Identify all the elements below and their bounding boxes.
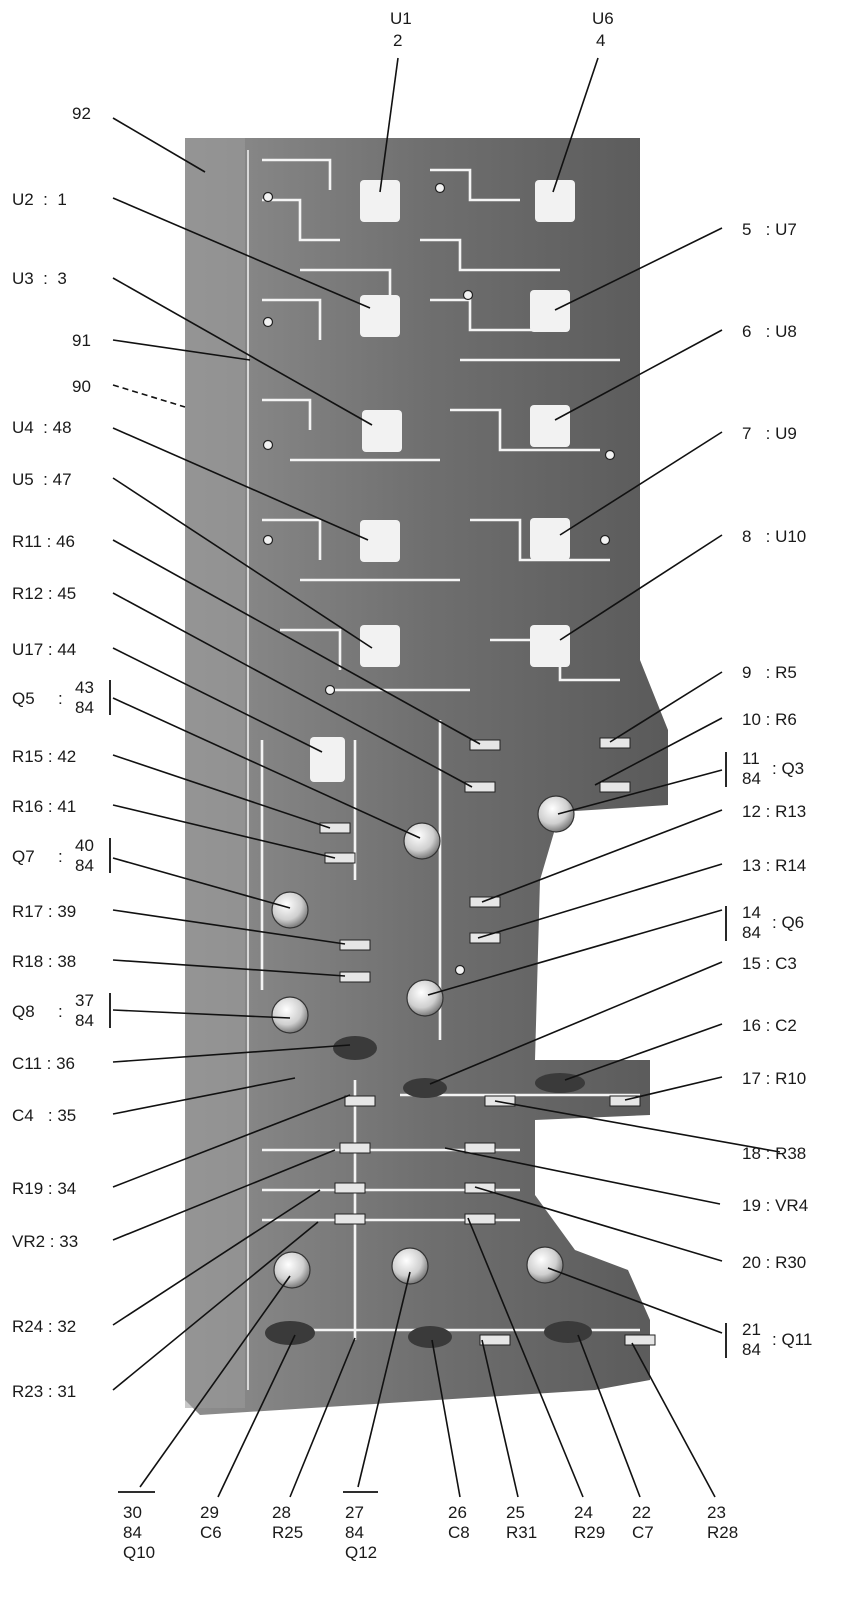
label-q3-bottom: 84 xyxy=(742,769,761,788)
label-u1: U1 xyxy=(390,9,412,28)
label-bottom-c8: C8 xyxy=(448,1523,470,1542)
label-q5-top: 43 xyxy=(75,678,94,697)
label-92: 92 xyxy=(72,104,91,123)
label-r19: R19 : 34 xyxy=(12,1179,76,1198)
label-u10: 8 : U10 xyxy=(742,527,806,546)
label-r24: R24 : 32 xyxy=(12,1317,76,1336)
label-r13: 12 : R13 xyxy=(742,802,806,821)
label-q11-top: 21 xyxy=(742,1320,761,1339)
label-bottom-r31: R31 xyxy=(506,1523,537,1542)
solder-pads xyxy=(262,182,616,976)
label-bottom-r28: R28 xyxy=(707,1523,738,1542)
label-90: 90 xyxy=(72,377,91,396)
bracket-bars xyxy=(109,680,727,1493)
label-u6-num: 4 xyxy=(596,31,605,50)
label-bottom-q10: Q10 xyxy=(123,1543,155,1562)
label-r14: 13 : R14 xyxy=(742,856,806,875)
label-bottom-24: 24 xyxy=(574,1503,593,1522)
label-r6: 10 : R6 xyxy=(742,710,797,729)
label-u8: 6 : U8 xyxy=(742,322,797,341)
label-q5: Q5 xyxy=(12,689,35,708)
label-q6: : Q6 xyxy=(772,913,804,932)
label-q5-bottom: 84 xyxy=(75,698,94,717)
label-bottom-27: 27 xyxy=(345,1503,364,1522)
label-r30: 20 : R30 xyxy=(742,1253,806,1272)
label-q7-top: 40 xyxy=(75,836,94,855)
resistors xyxy=(319,737,656,1346)
label-vr4: 19 : VR4 xyxy=(742,1196,808,1215)
label-r16: R16 : 41 xyxy=(12,797,76,816)
label-r38: 18 : R38 xyxy=(742,1144,806,1163)
label-r18: R18 : 38 xyxy=(12,952,76,971)
ic-chips xyxy=(310,180,575,782)
transistors xyxy=(271,795,575,1289)
label-q11: : Q11 xyxy=(772,1330,812,1349)
label-c2: 16 : C2 xyxy=(742,1016,797,1035)
label-bottom-r29: R29 xyxy=(574,1523,605,1542)
label-u2: U2 : 1 xyxy=(12,190,67,209)
label-q11-bottom: 84 xyxy=(742,1340,761,1359)
label-q6-top: 14 xyxy=(742,903,761,922)
label-u3: U3 : 3 xyxy=(12,269,67,288)
label-bottom-c6: C6 xyxy=(200,1523,222,1542)
label-q6-bottom: 84 xyxy=(742,923,761,942)
label-q7: Q7 xyxy=(12,847,35,866)
label-r10: 17 : R10 xyxy=(742,1069,806,1088)
label-vr2: VR2 : 33 xyxy=(12,1232,78,1251)
label-u9: 7 : U9 xyxy=(742,424,797,443)
label-q5-colon: : xyxy=(58,689,63,708)
leader-lines xyxy=(112,57,781,1498)
label-q8-top: 37 xyxy=(75,991,94,1010)
label-q7-bottom: 84 xyxy=(75,856,94,875)
label-bottom-25: 25 xyxy=(506,1503,525,1522)
label-u6: U6 xyxy=(592,9,614,28)
label-u1-num: 2 xyxy=(393,31,402,50)
label-q3-top: 11 xyxy=(742,749,760,768)
label-r23: R23 : 31 xyxy=(12,1382,76,1401)
label-u4: U4 : 48 xyxy=(12,418,72,437)
label-bottom-30: 30 xyxy=(123,1503,142,1522)
label-r17: R17 : 39 xyxy=(12,902,76,921)
label-c4: C4 : 35 xyxy=(12,1106,76,1125)
label-bottom-q12: Q12 xyxy=(345,1543,377,1562)
label-bottom-29: 29 xyxy=(200,1503,219,1522)
label-q8-bottom: 84 xyxy=(75,1011,94,1030)
label-c3: 15 : C3 xyxy=(742,954,797,973)
label-q8: Q8 xyxy=(12,1002,35,1021)
label-bottom-26: 26 xyxy=(448,1503,467,1522)
label-r5: 9 : R5 xyxy=(742,663,797,682)
label-q3: : Q3 xyxy=(772,759,804,778)
label-bottom-23: 23 xyxy=(707,1503,726,1522)
label-q8-colon: : xyxy=(58,1002,63,1021)
label-u7: 5 : U7 xyxy=(742,220,797,239)
label-bottom-27-84: 84 xyxy=(345,1523,364,1542)
label-r15: R15 : 42 xyxy=(12,747,76,766)
label-r12: R12 : 45 xyxy=(12,584,76,603)
label-q7-colon: : xyxy=(58,847,63,866)
label-u5: U5 : 47 xyxy=(12,470,72,489)
label-bottom-28: 28 xyxy=(272,1503,291,1522)
label-bottom-c7: C7 xyxy=(632,1523,654,1542)
label-bottom-r25: R25 xyxy=(272,1523,303,1542)
label-91: 91 xyxy=(72,331,91,350)
label-r11: R11 : 46 xyxy=(12,532,75,551)
label-u17: U17 : 44 xyxy=(12,640,76,659)
label-c11: C11 : 36 xyxy=(12,1054,75,1073)
label-bottom-22: 22 xyxy=(632,1503,651,1522)
label-bottom-30-84: 84 xyxy=(123,1523,142,1542)
